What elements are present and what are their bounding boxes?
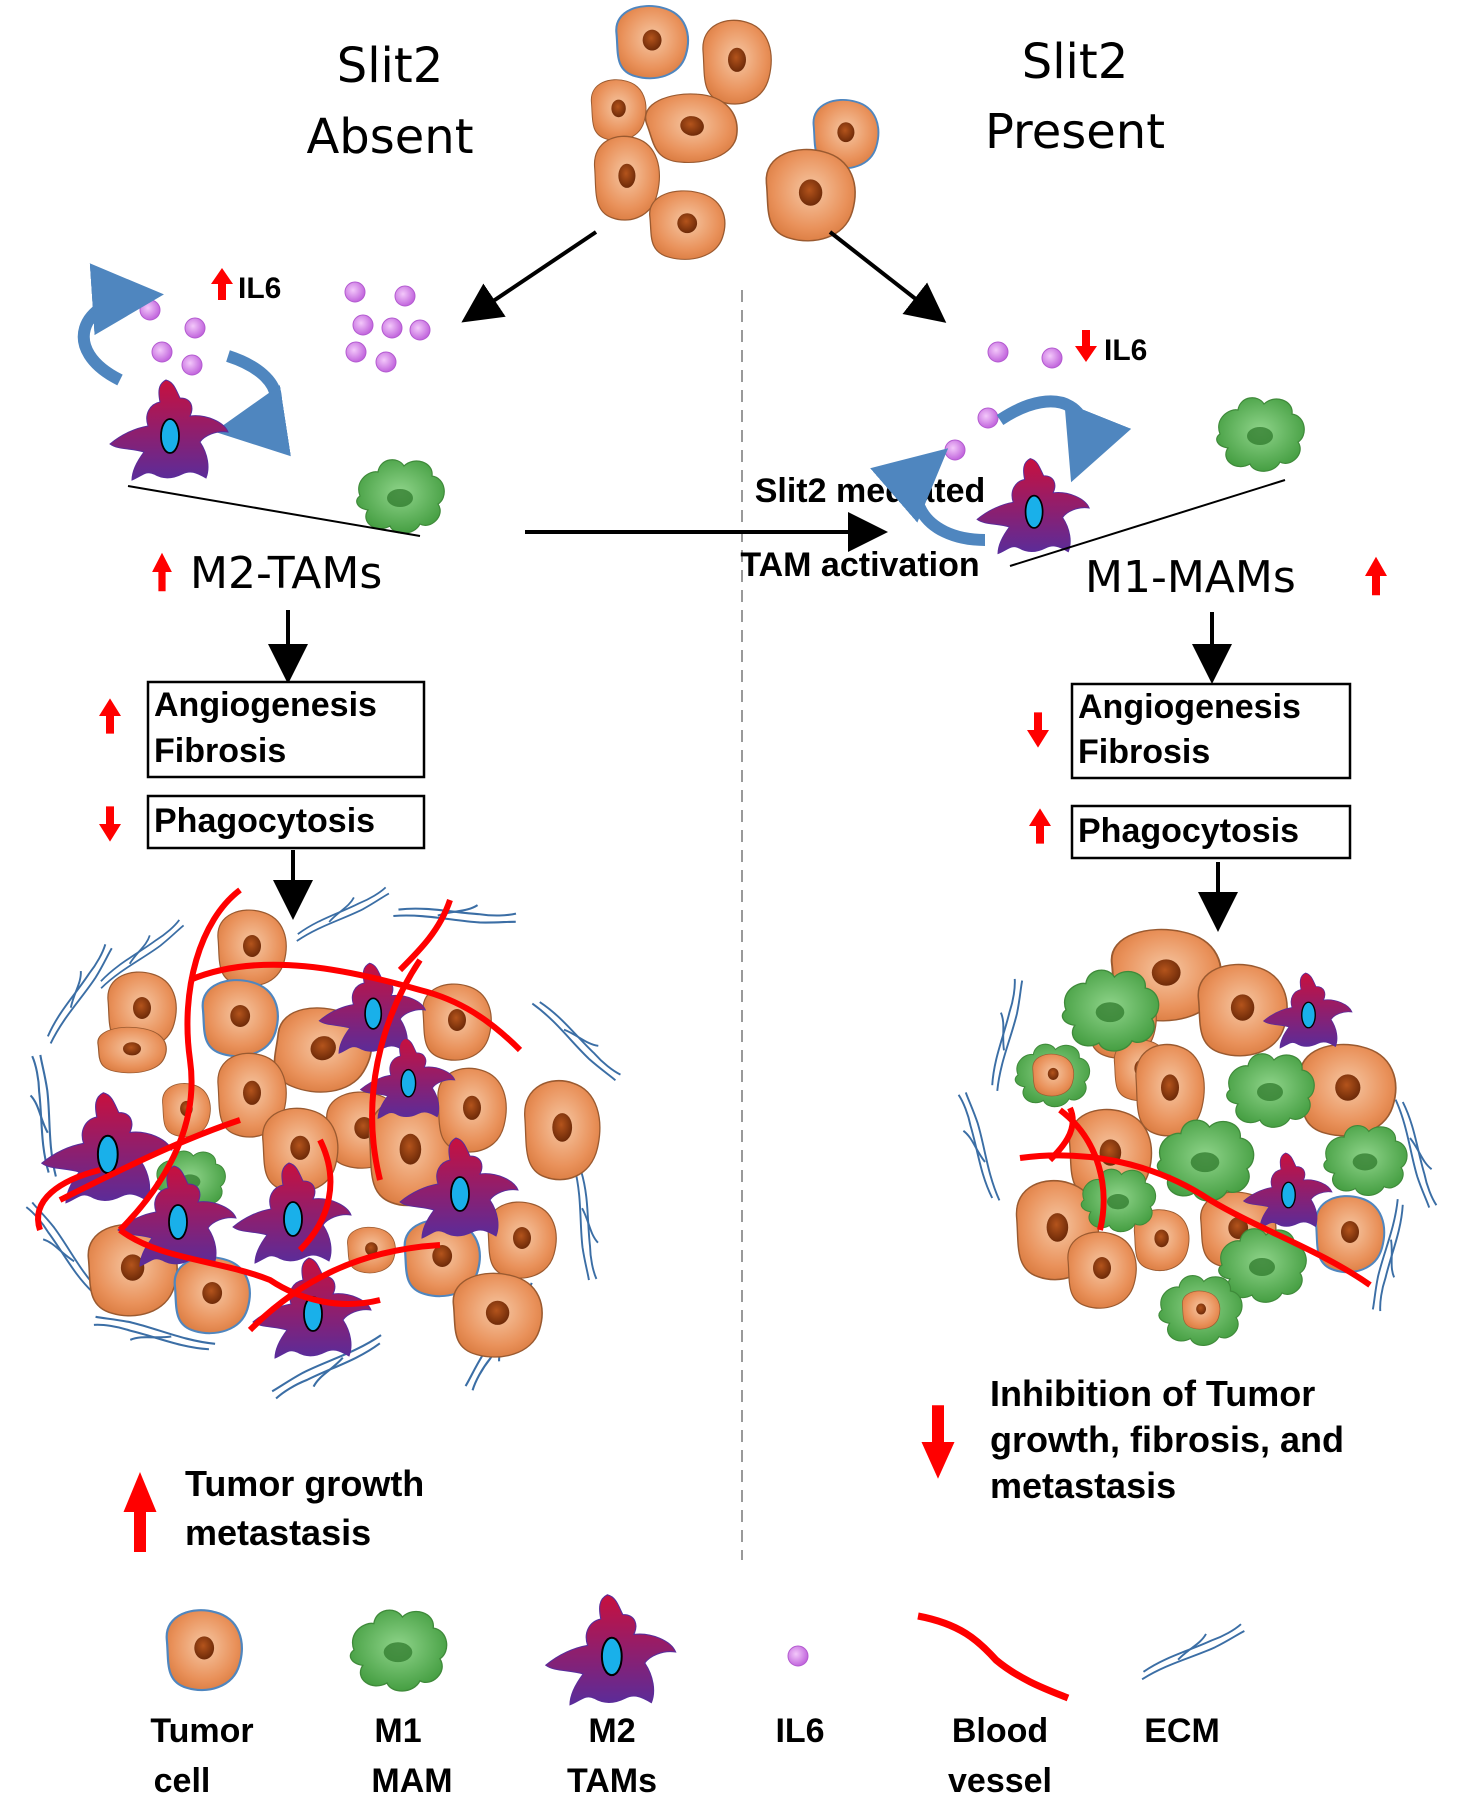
top-tumor-cluster bbox=[590, 4, 880, 261]
right-phago-up-arrow bbox=[1029, 808, 1051, 844]
legend-il6: IL6 bbox=[775, 1645, 825, 1750]
right-tumor-mass bbox=[957, 928, 1438, 1346]
left-box1-line1: Angiogenesis bbox=[154, 686, 377, 724]
legend-il6-line1: IL6 bbox=[775, 1712, 824, 1750]
right-m2-macrophage bbox=[976, 457, 1091, 555]
right-box-angiogenesis bbox=[1070, 682, 1352, 780]
legend-vessel-line1: Blood bbox=[952, 1712, 1048, 1750]
right-box-phagocytosis bbox=[1070, 804, 1352, 860]
right-autocrine-loop-top bbox=[996, 395, 1132, 483]
right-box2: Phagocytosis bbox=[1078, 812, 1299, 850]
right-macrophage-label: M1-MAMs bbox=[1085, 552, 1296, 603]
right-m1-macrophage bbox=[1216, 397, 1305, 472]
left-box1-line2: Fibrosis bbox=[154, 732, 286, 770]
legend-m1-mam: M1 MAM bbox=[349, 1609, 453, 1800]
left-heading-line2: Absent bbox=[306, 109, 473, 165]
left-il6-label: IL6 bbox=[238, 272, 281, 305]
left-il6-up-arrow bbox=[211, 268, 233, 300]
right-outcome-line1: Inhibition of Tumor bbox=[990, 1373, 1315, 1414]
right-autocrine-loop-bottom bbox=[870, 448, 986, 546]
left-outcome-line1: Tumor growth bbox=[185, 1463, 424, 1504]
legend-m2-tams: M2 TAMs bbox=[544, 1593, 677, 1800]
right-il6-label: IL6 bbox=[1104, 334, 1147, 367]
left-m2-up-arrow bbox=[152, 552, 172, 592]
right-outcome-line2: growth, fibrosis, and bbox=[990, 1419, 1344, 1460]
left-surface-line bbox=[127, 485, 421, 537]
center-line1: Slit2 mediated bbox=[755, 472, 986, 510]
tumor-cell-icon bbox=[165, 1609, 243, 1692]
left-m2-macrophage bbox=[109, 379, 229, 481]
left-autocrine-loop-right bbox=[214, 350, 291, 457]
legend-tumor-line1: Tumor bbox=[150, 1712, 253, 1750]
right-il6-down-arrow bbox=[1075, 330, 1097, 362]
legend-m1-line2: MAM bbox=[371, 1762, 452, 1800]
right-heading-line1: Slit2 bbox=[1022, 34, 1129, 90]
left-autocrine-loop-left bbox=[77, 263, 164, 386]
blood-vessel-icon bbox=[917, 1612, 1070, 1702]
legend-m2-line2: TAMs bbox=[567, 1762, 657, 1800]
legend-vessel-line2: vessel bbox=[948, 1762, 1052, 1800]
legend-ecm: ECM bbox=[1135, 1622, 1251, 1750]
ecm-icon bbox=[1135, 1622, 1251, 1681]
arrow-to-left bbox=[461, 230, 598, 323]
left-outcome-up-arrow bbox=[123, 1472, 157, 1552]
right-angio-down-arrow bbox=[1027, 712, 1049, 748]
left-m1-macrophage bbox=[356, 459, 445, 534]
legend-tumor-line2: cell bbox=[154, 1762, 211, 1800]
left-box2: Phagocytosis bbox=[154, 802, 375, 840]
legend-m2-line1: M2 bbox=[588, 1712, 635, 1750]
left-tumor-mass bbox=[11, 873, 623, 1401]
left-box-phagocytosis bbox=[146, 794, 426, 850]
right-m1-up-arrow bbox=[1365, 556, 1387, 596]
left-heading-line1: Slit2 bbox=[337, 38, 444, 94]
right-surface-line bbox=[1009, 479, 1286, 567]
right-heading-line2: Present bbox=[985, 104, 1165, 160]
left-phago-down-arrow bbox=[99, 806, 121, 842]
center-line2: TAM activation bbox=[740, 546, 979, 584]
left-outcome-line2: metastasis bbox=[185, 1512, 371, 1553]
left-box-angiogenesis bbox=[146, 680, 426, 779]
right-outcome-line3: metastasis bbox=[990, 1465, 1176, 1506]
legend-tumor-cell: Tumor cell bbox=[150, 1609, 254, 1800]
legend-ecm-line1: ECM bbox=[1144, 1712, 1220, 1750]
legend: Tumor cell M1 MAM M2 TAMs IL6 Blood vess… bbox=[150, 1593, 1251, 1800]
left-il6-cluster bbox=[139, 281, 431, 376]
legend-m1-line1: M1 bbox=[374, 1712, 421, 1750]
left-angio-up-arrow bbox=[99, 698, 121, 734]
right-box1-line2: Fibrosis bbox=[1078, 733, 1210, 771]
left-macrophage-label: M2-TAMs bbox=[190, 548, 382, 599]
legend-blood-vessel: Blood vessel bbox=[917, 1612, 1070, 1800]
m2-tam-icon bbox=[544, 1593, 677, 1706]
arrow-to-right bbox=[828, 230, 947, 323]
il6-icon bbox=[787, 1645, 809, 1667]
right-outcome-down-arrow bbox=[921, 1405, 955, 1479]
right-box1-line1: Angiogenesis bbox=[1078, 688, 1301, 726]
m1-mam-icon bbox=[349, 1609, 448, 1692]
